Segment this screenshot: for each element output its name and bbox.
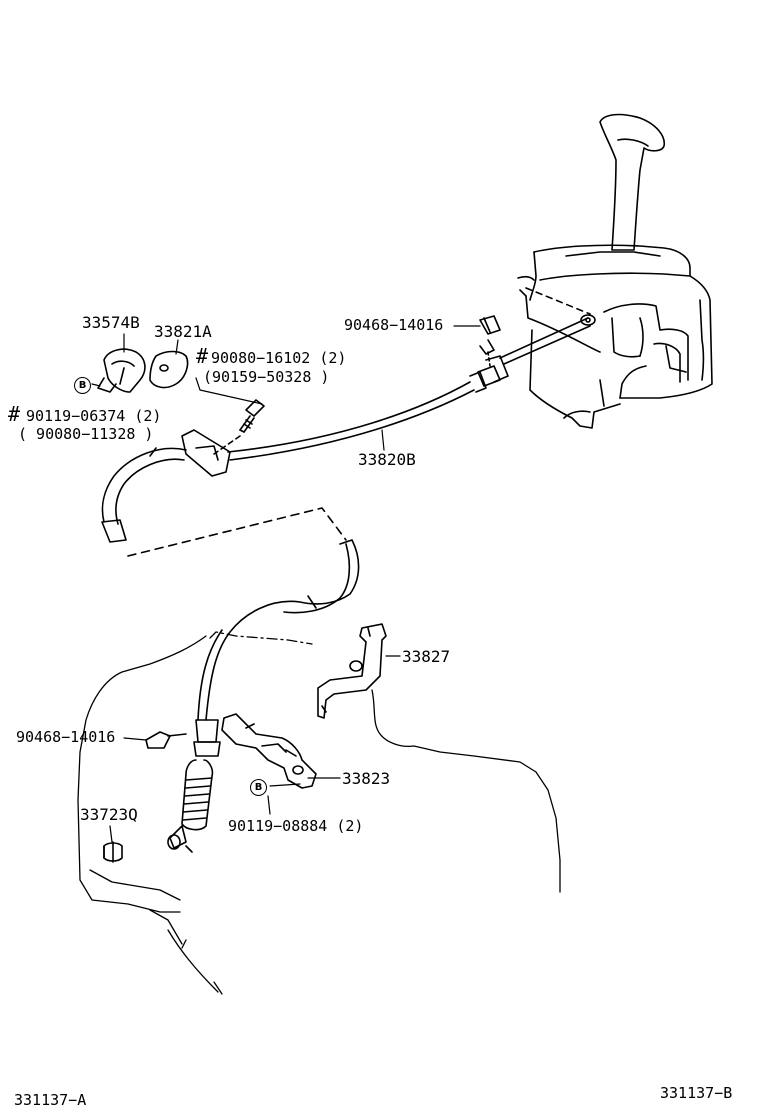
- diagram-id-right: 331137−B: [660, 1084, 733, 1102]
- bolt-marker-icon: B: [250, 779, 267, 796]
- shift-lever-assembly: [518, 115, 712, 428]
- label-33723Q: 33723Q: [80, 805, 138, 824]
- retainer-parts: [98, 316, 500, 454]
- label-90468-14016-top: 90468−14016: [344, 316, 444, 334]
- label-90080-11328: ( 90080−11328 ): [18, 425, 154, 443]
- label-90119-08884: 90119−08884 (2): [228, 817, 364, 835]
- label-33823: 33823: [342, 769, 391, 788]
- diagram-id-left: 331137−A: [14, 1091, 87, 1109]
- label-33821A: 33821A: [154, 322, 212, 341]
- label-90468-14016-bottom: 90468−14016: [16, 728, 116, 746]
- label-90119-06374: 90119−06374 (2): [26, 407, 162, 425]
- leader-lines: [92, 326, 480, 842]
- brackets: [104, 624, 386, 862]
- label-90159-50328: (90159−50328 ): [203, 368, 330, 386]
- label-90080-16102: 90080−16102 (2): [211, 349, 347, 367]
- bolt-marker-icon: B: [74, 377, 91, 394]
- label-33574B: 33574B: [82, 313, 140, 332]
- hash-marker-icon: #: [8, 402, 21, 426]
- hash-marker-icon: #: [196, 344, 209, 368]
- label-33820B: 33820B: [358, 450, 416, 469]
- transmission-outline: [78, 632, 560, 994]
- label-33827: 33827: [402, 647, 451, 666]
- shift-cable: [102, 315, 595, 852]
